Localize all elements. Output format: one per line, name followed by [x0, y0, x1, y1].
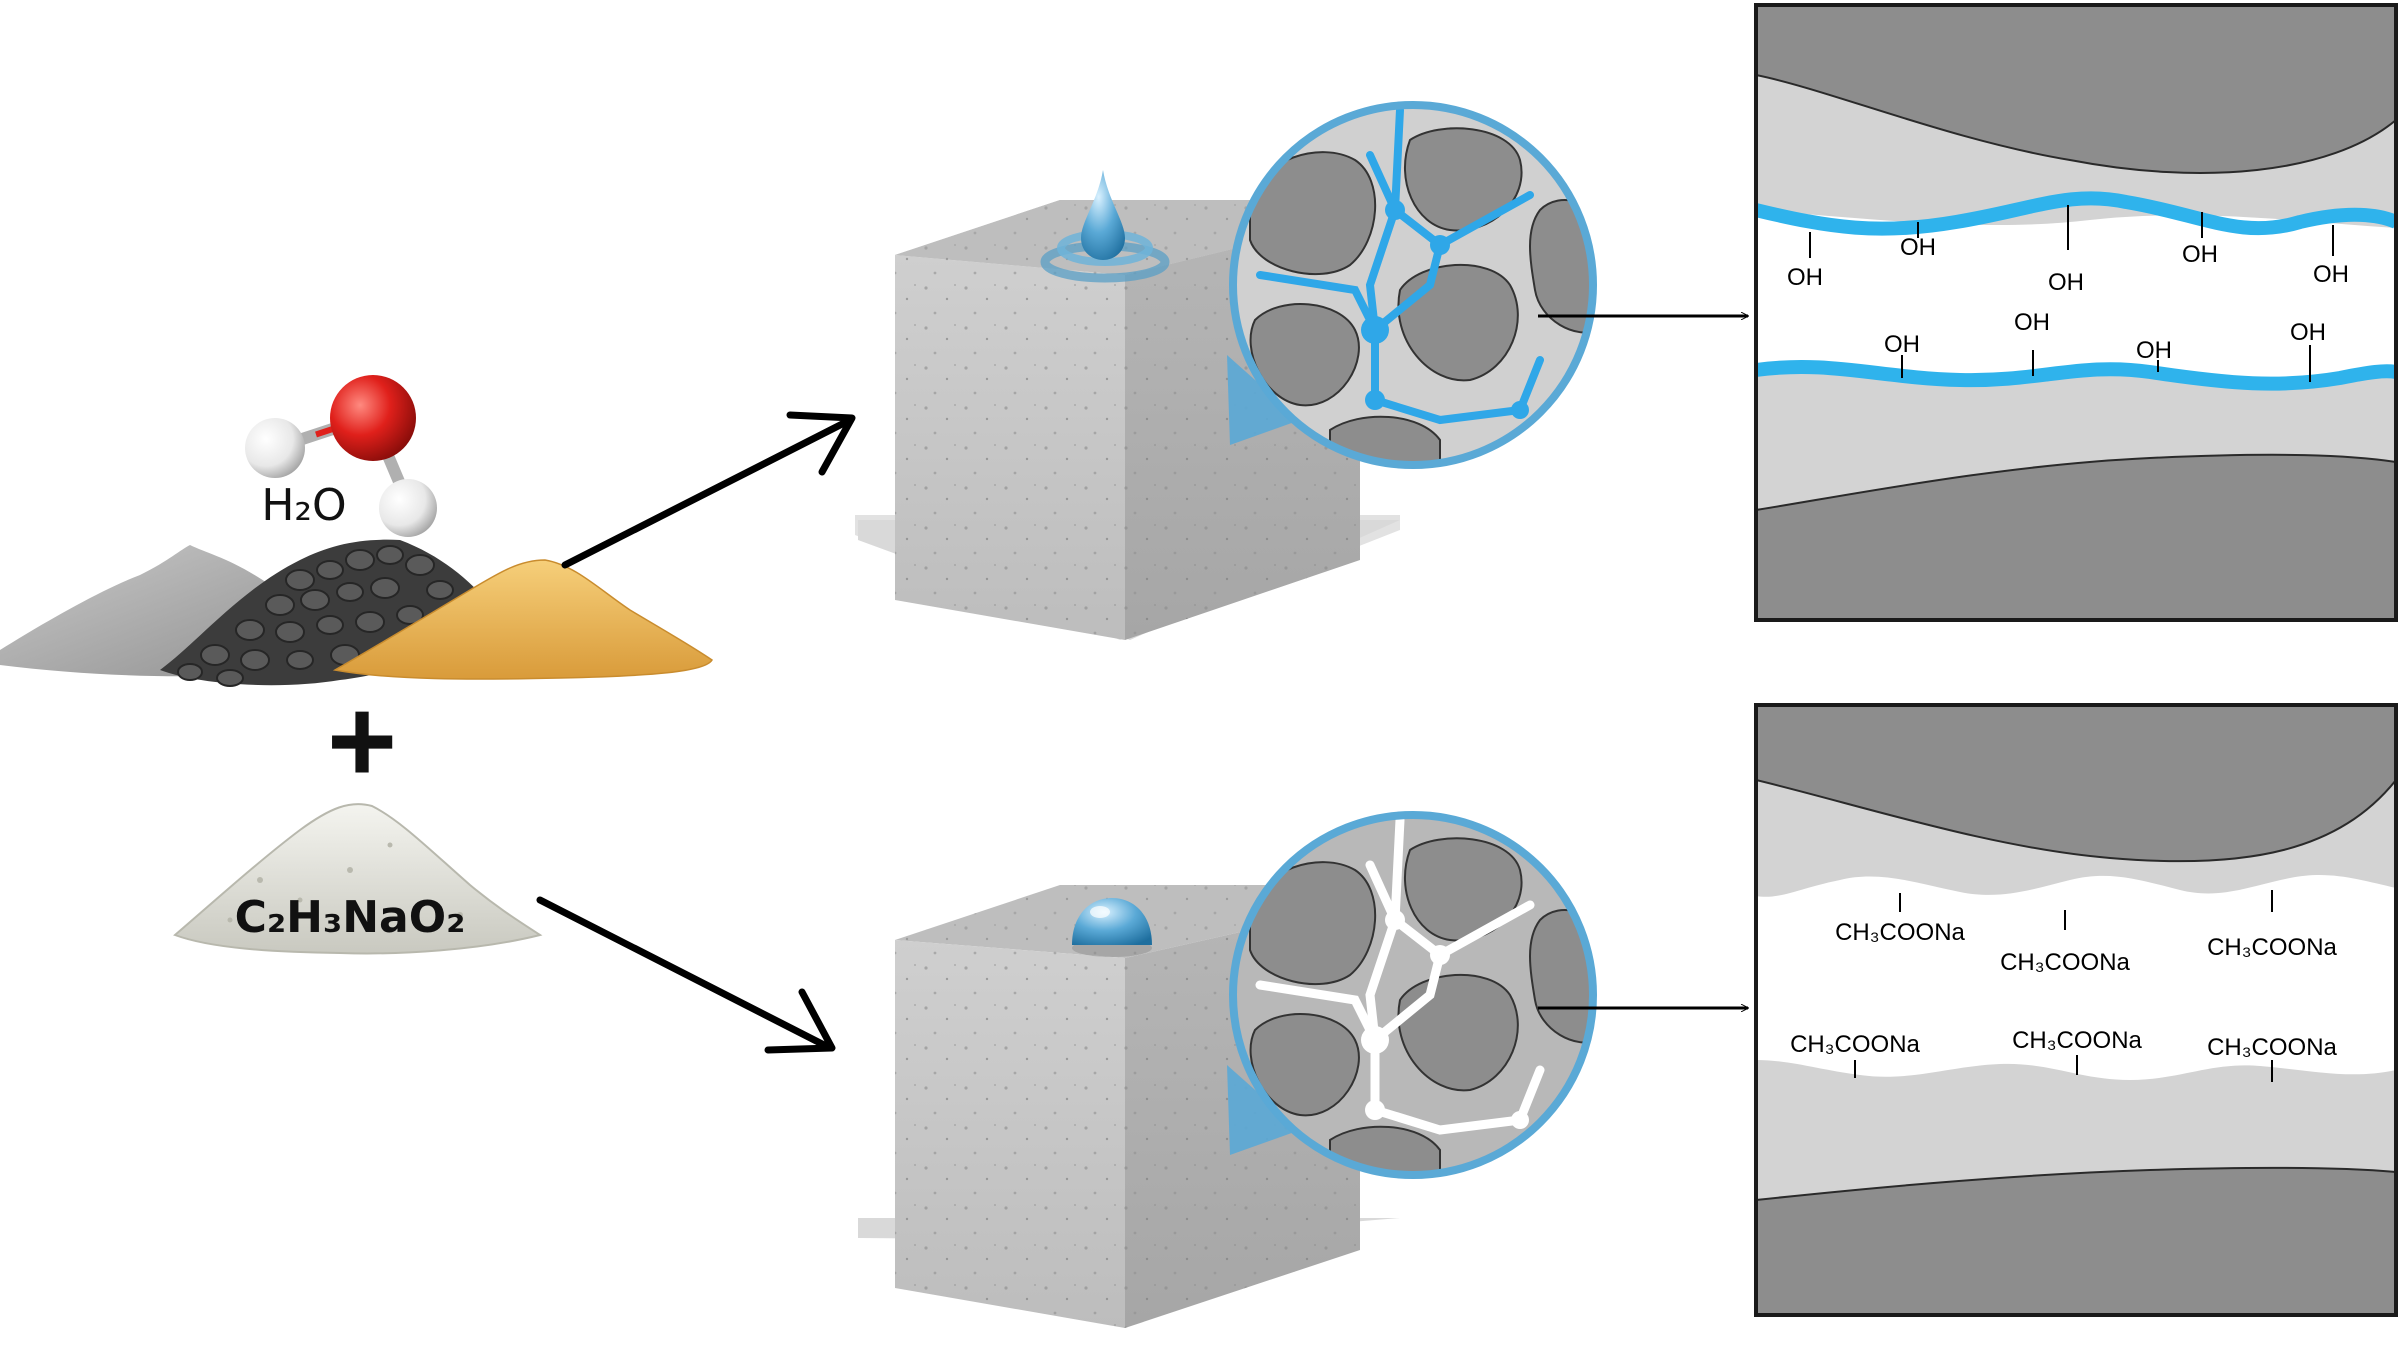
water-label: H₂O: [261, 480, 346, 531]
raw-materials-piles: [0, 539, 714, 687]
sodium-acetate-label: C₂H₃NaO₂: [235, 892, 466, 943]
hydrophobic-panel-border: [1754, 703, 2398, 1317]
beaded-water-drop: [1072, 898, 1152, 957]
hydroxyl-label: OH: [1884, 331, 1920, 358]
hydrophilic-panel-border: [1754, 3, 2398, 622]
hydrophobic-interface-panel: CH₃COONa CH₃COONa CH₃COONa CH₃COONa CH₃C…: [1756, 705, 2396, 1315]
acetate-group-label: CH₃COONa: [2207, 1034, 2337, 1061]
magnifier-callout-bottom: [1227, 1065, 1300, 1155]
pore-network-magnified-top: [1233, 105, 1593, 465]
acetate-group-label: CH₃COONa: [2000, 949, 2130, 976]
hydroxyl-label: OH: [2182, 241, 2218, 268]
hydroxyl-label: OH: [2136, 337, 2172, 364]
absorbed-water-drop: [1040, 170, 1170, 283]
pore-network-magnified-bottom: [1233, 815, 1593, 1175]
magnifier-callout-top: [1227, 355, 1300, 445]
hydrophilic-interface-panel: OH OH OH OH OH OH OH OH OH: [1756, 5, 2396, 620]
oxygen-atom: [330, 375, 416, 461]
sodium-acetate-pile: [173, 803, 543, 955]
arrow-to-plain-concrete: [561, 416, 854, 569]
acetate-group-label: CH₃COONa: [1790, 1031, 1920, 1058]
acetate-group-label: CH₃COONa: [1835, 919, 1965, 946]
hydroxyl-label: OH: [2313, 261, 2349, 288]
hydroxyl-label: OH: [2014, 309, 2050, 336]
plus-sign: +: [327, 674, 397, 808]
hydrogen-atom-right: [379, 479, 437, 537]
hydroxyl-label: OH: [2290, 319, 2326, 346]
hydrogen-atom-left: [245, 418, 305, 478]
acetate-group-label: CH₃COONa: [2012, 1027, 2142, 1054]
sand-pile: [332, 559, 714, 680]
hydroxyl-label: OH: [1900, 234, 1936, 261]
water-molecule: [245, 375, 437, 537]
acetate-group-label: CH₃COONa: [2207, 934, 2337, 961]
hydroxyl-label: OH: [2048, 269, 2084, 296]
arrow-to-modified-concrete: [536, 896, 834, 1052]
hydroxyl-label: OH: [1787, 264, 1823, 291]
